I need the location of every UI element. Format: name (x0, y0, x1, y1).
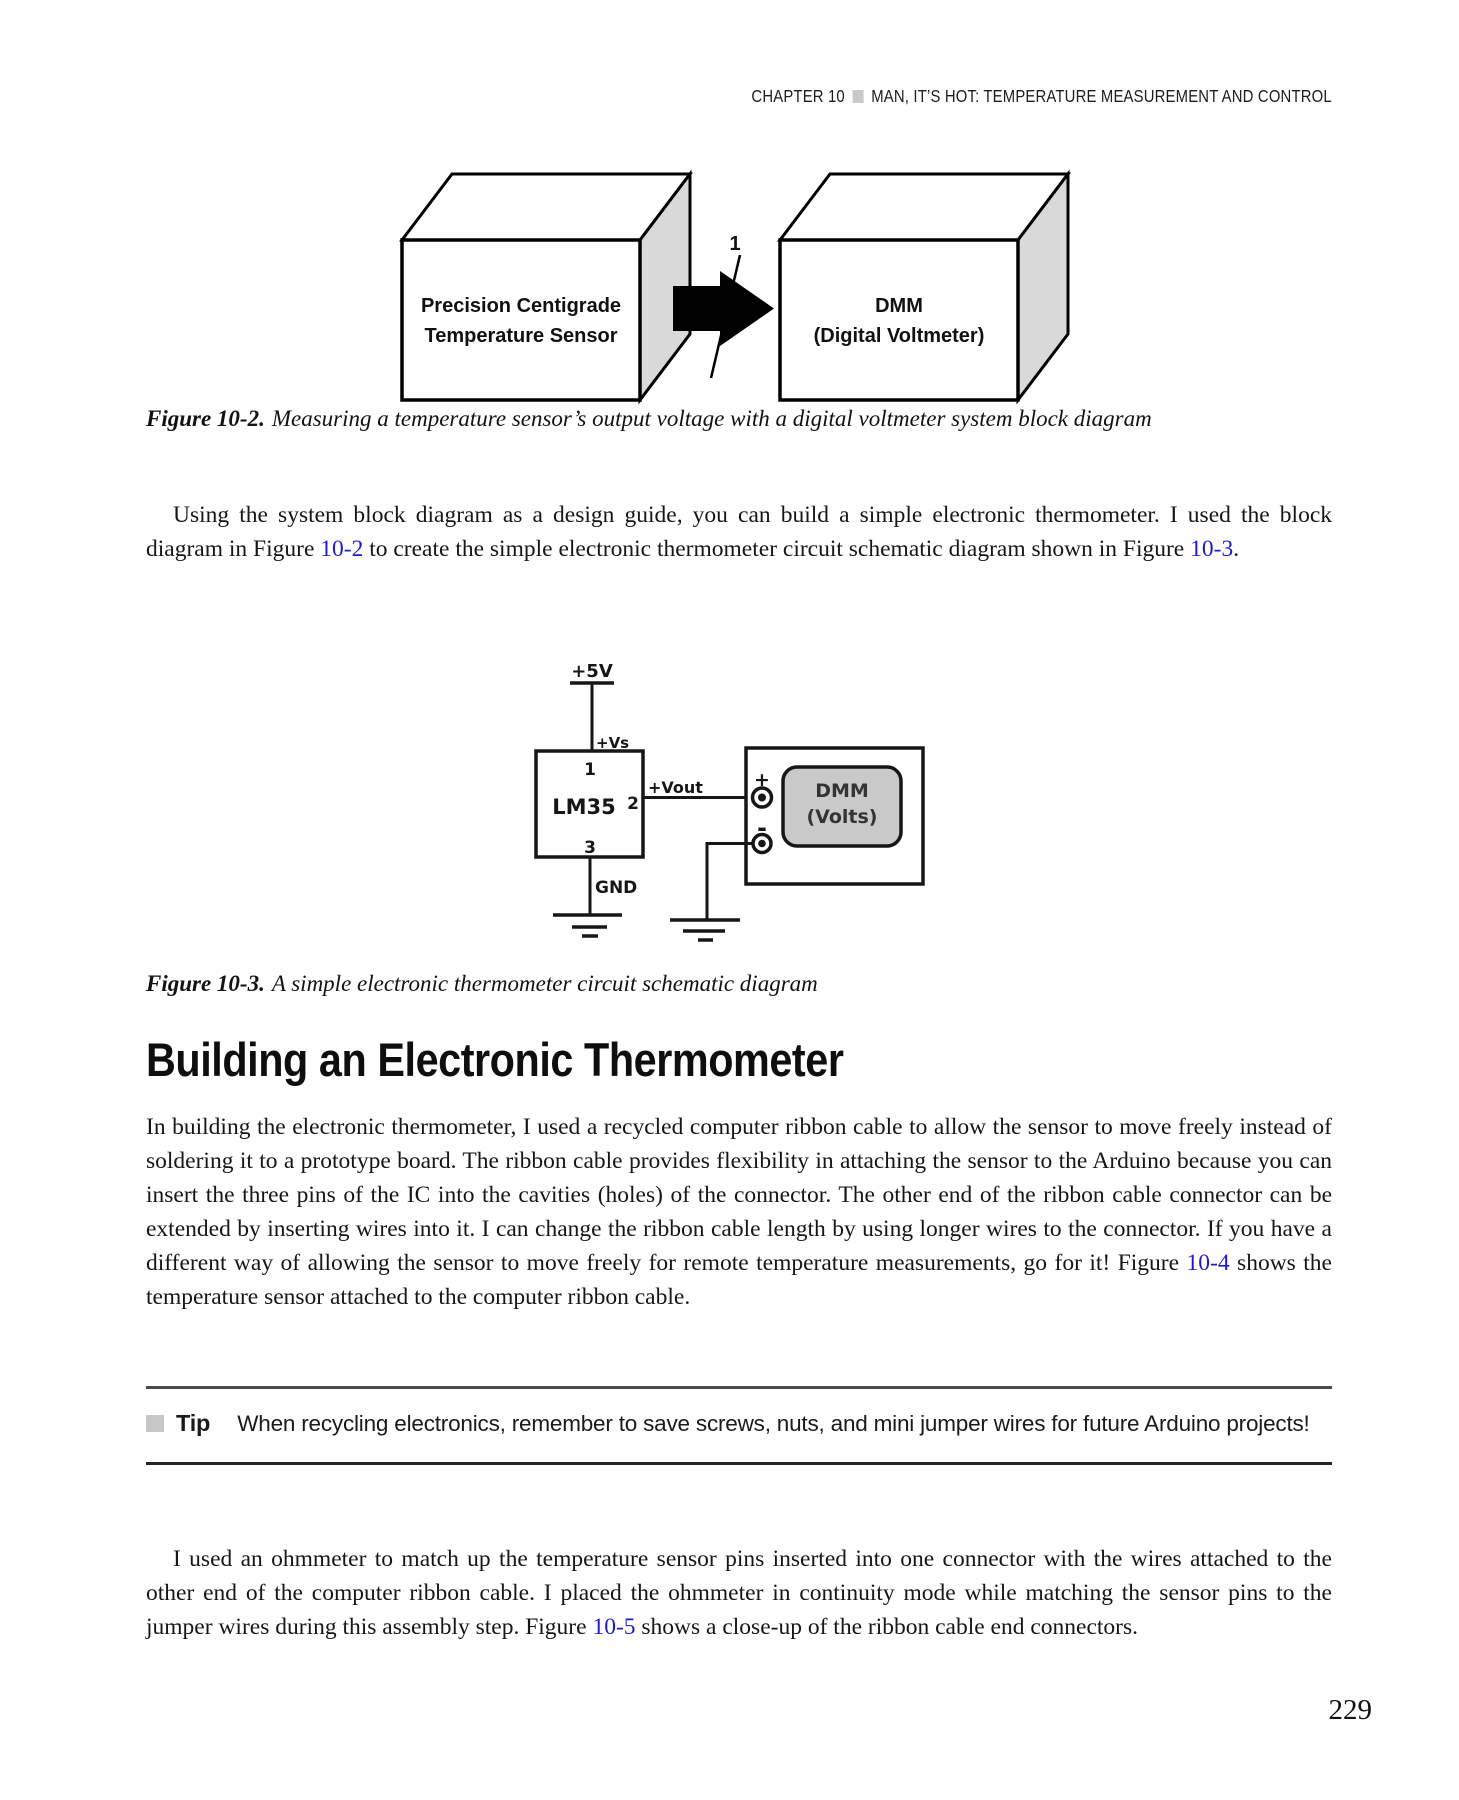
plus-terminal-label: + (754, 769, 770, 791)
tip-label: Tip (176, 1410, 211, 1436)
pin2-label: 2 (627, 794, 639, 814)
vs-label: +Vs (596, 734, 629, 752)
paragraph-text: to create the simple electronic thermome… (363, 536, 1191, 562)
caption-label: Figure 10-2. (146, 406, 265, 431)
sensor-box: Precision Centigrade Temperature Sensor (398, 169, 694, 405)
tip-content: Tip When recycling electronics, remember … (146, 1404, 1311, 1443)
figure-10-2-block-diagram: Precision Centigrade Temperature Sensor … (398, 169, 1072, 405)
ic-name-label: LM35 (552, 795, 616, 819)
dmm-box: DMM (Digital Voltmeter) (776, 169, 1072, 405)
section-heading: Building an Electronic Thermometer (146, 1033, 844, 1086)
gnd-label: GND (595, 878, 637, 898)
chapter-title: MAN, IT’S HOT: TEMPERATURE MEASUREMENT A… (871, 86, 1332, 106)
dmm-display-label-line1: DMM (815, 780, 869, 802)
lm35-ic: 1 LM35 2 3 (534, 749, 645, 859)
tip-text: When recycling electronics, remember to … (237, 1411, 1310, 1436)
meter-ground (670, 842, 753, 942)
caption-text: A simple electronic thermometer circuit … (271, 971, 818, 996)
paragraph-intro: Using the system block diagram as a desi… (146, 498, 1332, 566)
figure-10-3-schematic: +5V +Vs 1 LM35 2 3 +Vout + - DM (534, 661, 925, 942)
page-number: 229 (1328, 1694, 1373, 1726)
wire-count-label: 1 (729, 233, 740, 255)
figure-crossref-link[interactable]: 10-2 (320, 536, 364, 562)
running-head: CHAPTER 10 MAN, IT’S HOT: TEMPERATURE MEA… (752, 86, 1332, 107)
paragraph-building: In building the electronic thermometer, … (146, 1110, 1332, 1314)
minus-terminal-label: - (757, 814, 767, 842)
paragraph-text: shows the temperature sensor attached to… (146, 1250, 1332, 1310)
paragraph-text: Using the system block diagram as a desi… (146, 502, 1332, 562)
paragraph-text: shows a close-up of the ribbon cable end… (635, 1614, 1139, 1640)
figure-crossref-link[interactable]: 10-5 (592, 1614, 636, 1640)
paragraph-text: I used an ohmmeter to match up the tempe… (146, 1546, 1332, 1640)
lm35-ground: GND (553, 857, 637, 938)
caption-label: Figure 10-3. (146, 971, 265, 996)
sensor-box-label-line2: Temperature Sensor (424, 325, 617, 347)
tip-square-icon (146, 1415, 164, 1432)
signal-arrow: 1 (673, 233, 774, 379)
figure-10-3-caption: Figure 10-3.A simple electronic thermome… (146, 971, 1332, 997)
dmm-box-label-line2: (Digital Voltmeter) (814, 325, 985, 347)
figure-10-2-caption: Figure 10-2.Measuring a temperature sens… (146, 406, 1332, 432)
square-bullet-icon (852, 90, 864, 103)
pin3-label: 3 (584, 838, 596, 858)
pin1-label: 1 (584, 760, 596, 780)
supply-label: +5V (571, 661, 613, 682)
vout-wire: +Vout (643, 778, 758, 799)
paragraph-text: . (1233, 536, 1240, 562)
sensor-box-label-line1: Precision Centigrade (421, 295, 621, 317)
figure-crossref-link[interactable]: 10-4 (1186, 1250, 1230, 1276)
dmm-display-label-line2: (Volts) (807, 806, 878, 828)
paragraph-text: In building the electronic thermometer, … (146, 1114, 1332, 1276)
figure-crossref-link[interactable]: 10-3 (1190, 536, 1234, 562)
paragraph-ohmmeter: I used an ohmmeter to match up the tempe… (146, 1542, 1332, 1644)
chapter-number: CHAPTER 10 (751, 86, 846, 106)
dmm-box-label-line1: DMM (875, 295, 923, 317)
dmm-meter: + - DMM (Volts) (744, 746, 925, 886)
tip-box: Tip When recycling electronics, remember … (146, 1386, 1332, 1465)
caption-text: Measuring a temperature sensor’s output … (271, 406, 1152, 431)
vout-label: +Vout (648, 778, 703, 797)
supply-rail: +5V +Vs (570, 661, 629, 752)
